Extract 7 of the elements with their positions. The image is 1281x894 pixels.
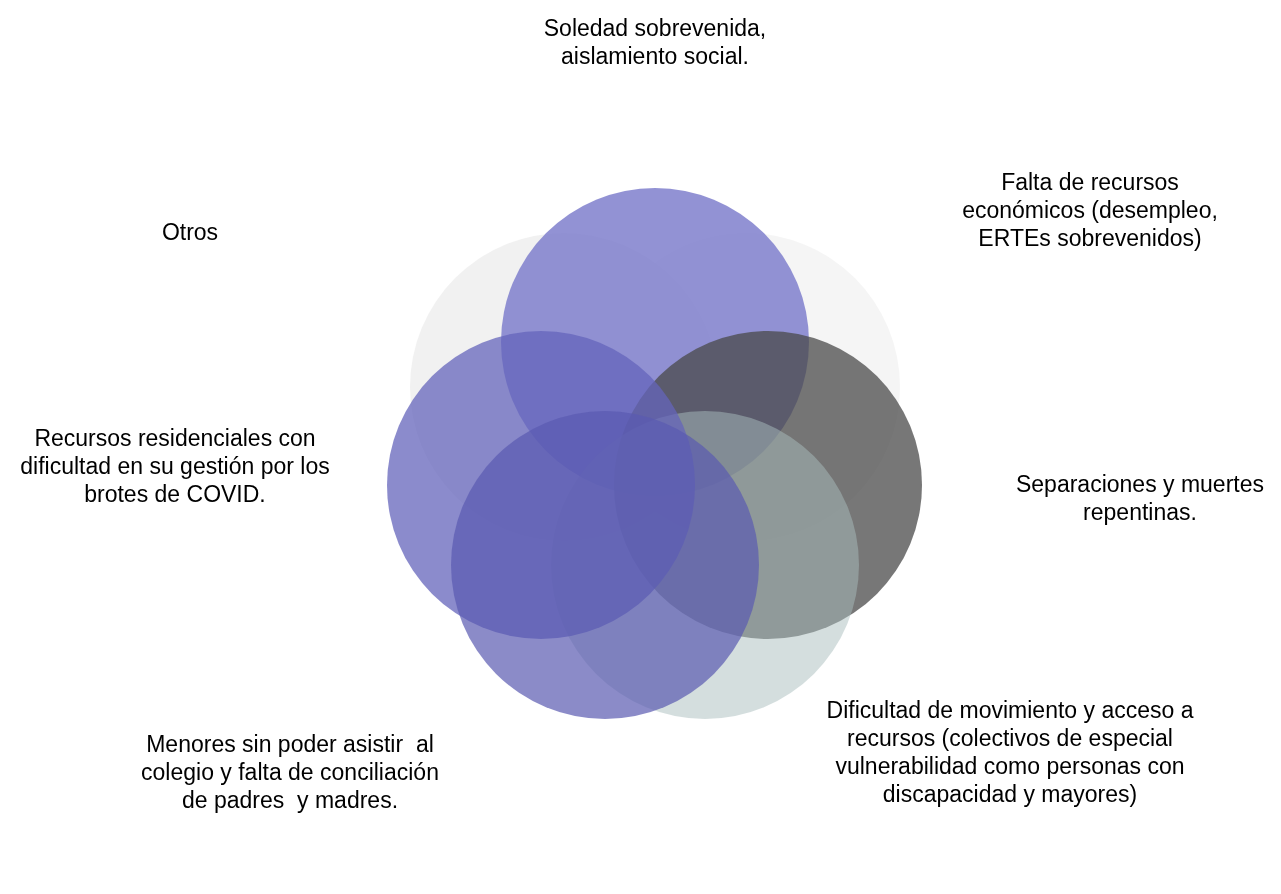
circle-caption: Otros [160, 218, 220, 246]
circle-caption: Recursos residenciales con dificultad en su gestión por los brotes de COVID. [19, 424, 331, 508]
circle-caption: Soledad sobrevenida, aislamiento social. [542, 14, 768, 70]
circle-caption: Separaciones y muertes repentinas. [1015, 470, 1265, 526]
circle-caption: Dificultad de movimiento y acceso a recursos (colectivos de especial vulnerabilidad como personas con discapacidad y mayores) [825, 696, 1195, 808]
circle-caption: Menores sin poder asistir al colegio y falta de conciliación de padres y madres. [140, 730, 440, 814]
circle-caption: Falta de recursos económicos (desempleo, ERTEs sobrevenidos) [961, 168, 1219, 252]
